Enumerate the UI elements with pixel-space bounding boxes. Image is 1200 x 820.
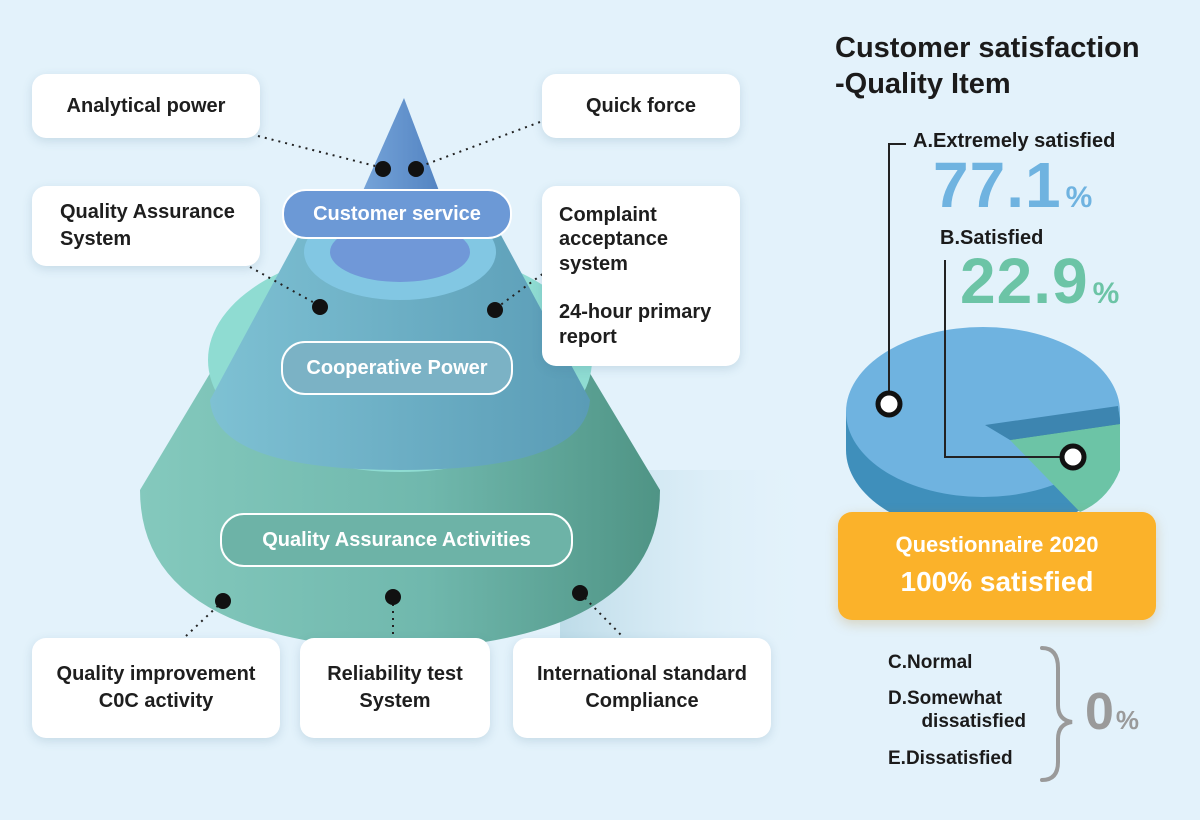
card-reliability-test: Reliability test System bbox=[300, 638, 490, 738]
card-analytical-power: Analytical power bbox=[32, 74, 260, 138]
card-quality-improvement: Quality improvement C0C activity bbox=[32, 638, 280, 738]
card-quick-force: Quick force bbox=[542, 74, 740, 138]
survey-title: Customer satisfaction -Quality Item bbox=[835, 32, 1140, 101]
tier-quality-assurance-activities: Quality Assurance Activities bbox=[220, 513, 573, 567]
label-c: C.Normal bbox=[888, 652, 973, 673]
tier-customer-service: Customer service bbox=[282, 189, 512, 239]
label-e: E.Dissatisfied bbox=[888, 748, 1013, 769]
pie-slice-b-top bbox=[1010, 424, 1120, 512]
pie-chart bbox=[846, 327, 1120, 535]
value-a: 77.1% bbox=[933, 149, 1093, 221]
value-zero: 0% bbox=[1085, 683, 1140, 741]
value-b: 22.9% bbox=[960, 245, 1120, 317]
label-a: A.Extremely satisfied bbox=[913, 130, 1116, 152]
card-complaint-acceptance: Complaint acceptance system 24-hour prim… bbox=[542, 186, 740, 366]
card-international-standard: International standard Compliance bbox=[513, 638, 771, 738]
cone-middle-tier bbox=[210, 200, 590, 470]
brace bbox=[1040, 646, 1073, 782]
questionnaire-badge: Questionnaire 2020 100% satisfied bbox=[838, 512, 1156, 620]
card-quality-assurance-system: Quality Assurance System bbox=[32, 186, 260, 266]
tier-cooperative-power: Cooperative Power bbox=[281, 341, 513, 395]
label-d: D.Somewhat dissatisfied bbox=[888, 688, 1026, 732]
label-b: B.Satisfied bbox=[940, 227, 1044, 249]
